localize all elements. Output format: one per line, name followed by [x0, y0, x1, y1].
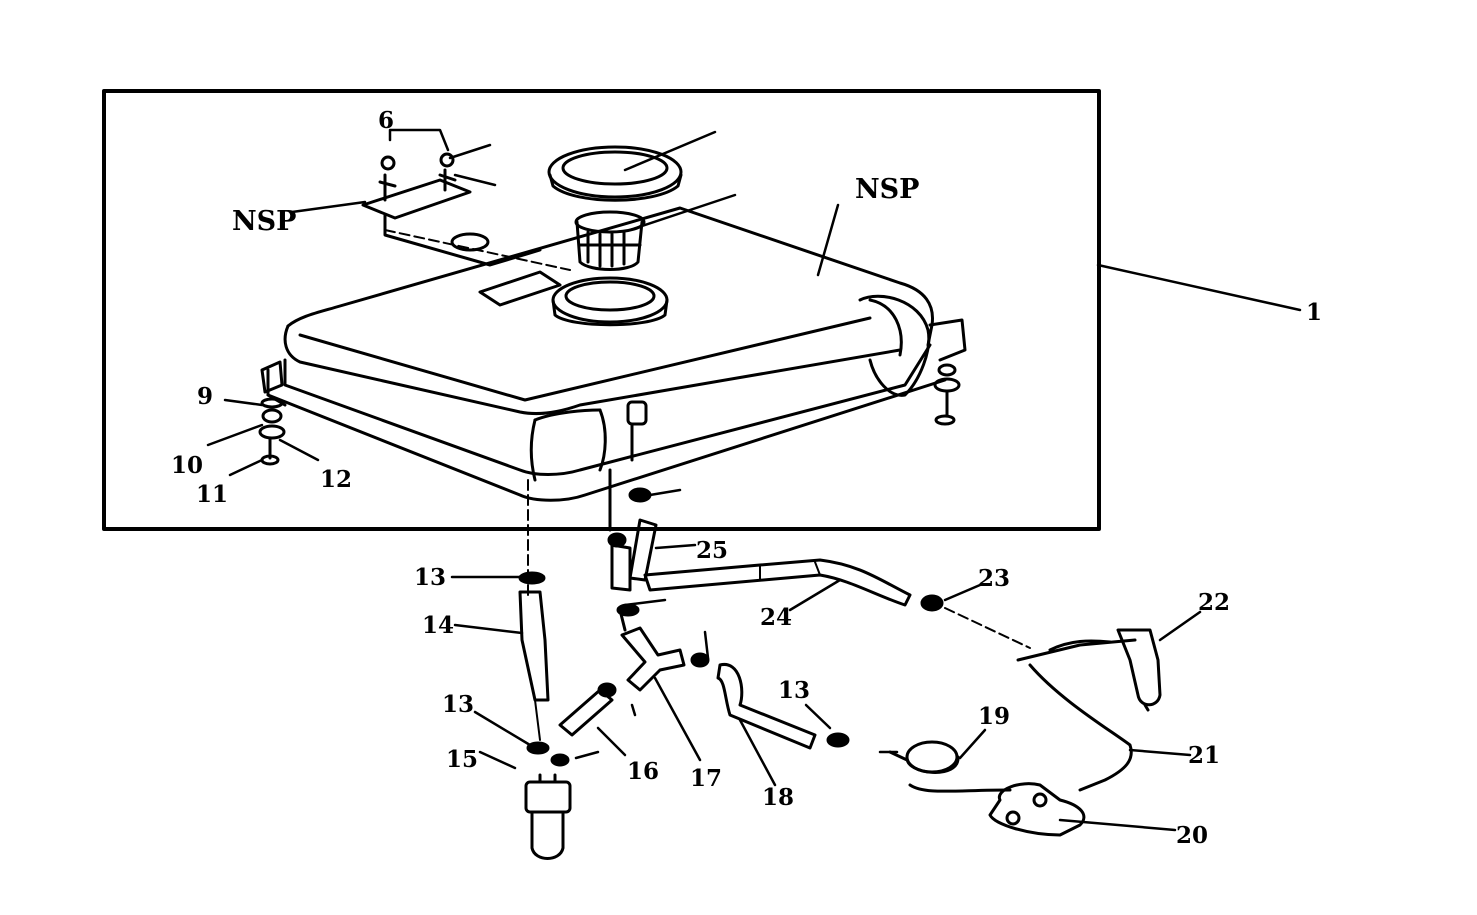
- leader-lines: [206, 128, 1302, 832]
- hose-16: [558, 688, 614, 737]
- label-1: 1: [1306, 299, 1322, 326]
- clamp-13-upper: [518, 571, 546, 585]
- clamp-23: [920, 594, 944, 612]
- filler-neck: [551, 276, 669, 327]
- label-18: 18: [762, 784, 794, 811]
- hose-14: [518, 590, 550, 702]
- label-24: 24: [760, 604, 792, 631]
- label-12: 12: [320, 466, 352, 493]
- label-13-lower: 13: [442, 691, 474, 718]
- label-25: 25: [696, 537, 728, 564]
- label-20: 20: [1176, 822, 1208, 849]
- fuel-filter-15: [524, 773, 572, 860]
- mounting-hardware-right: [933, 363, 961, 426]
- label-nsp-left: NSP: [232, 206, 296, 237]
- solenoid-20: [988, 782, 1086, 837]
- label-9: 9: [197, 383, 213, 410]
- clamp-16: [597, 682, 617, 698]
- label-15: 15: [446, 746, 478, 773]
- clamp-13-lower: [526, 741, 550, 755]
- assembly-frame: [102, 89, 1101, 531]
- fuel-cutoff-22: [1048, 628, 1162, 712]
- clamp-25-lower: [616, 603, 640, 617]
- tank-fitting: [608, 400, 648, 532]
- elbow-25: [610, 518, 658, 592]
- hose-24: [643, 558, 912, 607]
- callout-labels: 1 6 9 10 11 12 13 13 13 14 15 16 17 18 1…: [171, 107, 1322, 849]
- hose-24-joints: [759, 561, 821, 581]
- hose-18: [716, 663, 817, 750]
- t-fitting-17: [620, 626, 686, 692]
- mounting-hardware-left: [258, 397, 286, 466]
- label-nsp-right: NSP: [855, 174, 919, 205]
- wire-21: [1016, 638, 1137, 792]
- fuel-pump-19: [888, 740, 1012, 793]
- label-11: 11: [196, 481, 228, 508]
- clamp-small: [550, 753, 570, 767]
- label-10: 10: [171, 452, 203, 479]
- label-14: 14: [422, 612, 454, 639]
- label-16: 16: [627, 758, 659, 785]
- fuel-tank: [260, 206, 967, 502]
- clamp-18: [690, 652, 710, 668]
- clamp-upper-25: [628, 487, 652, 503]
- clamp-25-mid: [607, 532, 627, 548]
- clamp-13-right: [826, 732, 850, 748]
- label-17: 17: [690, 765, 722, 792]
- dashed-centerline-2: [384, 229, 571, 271]
- label-13-upper: 13: [414, 564, 446, 591]
- hose-14-lead: [534, 699, 541, 741]
- label-19: 19: [978, 703, 1010, 730]
- fuel-cap: [547, 145, 683, 202]
- label-6: 6: [378, 107, 394, 134]
- fuel-strainer: [574, 210, 646, 271]
- dashed-line-23: [944, 607, 1031, 649]
- label-13-right: 13: [778, 677, 810, 704]
- label-23: 23: [978, 565, 1010, 592]
- label-22: 22: [1198, 589, 1230, 616]
- label-21: 21: [1188, 742, 1220, 769]
- tank-bracket: [361, 152, 542, 267]
